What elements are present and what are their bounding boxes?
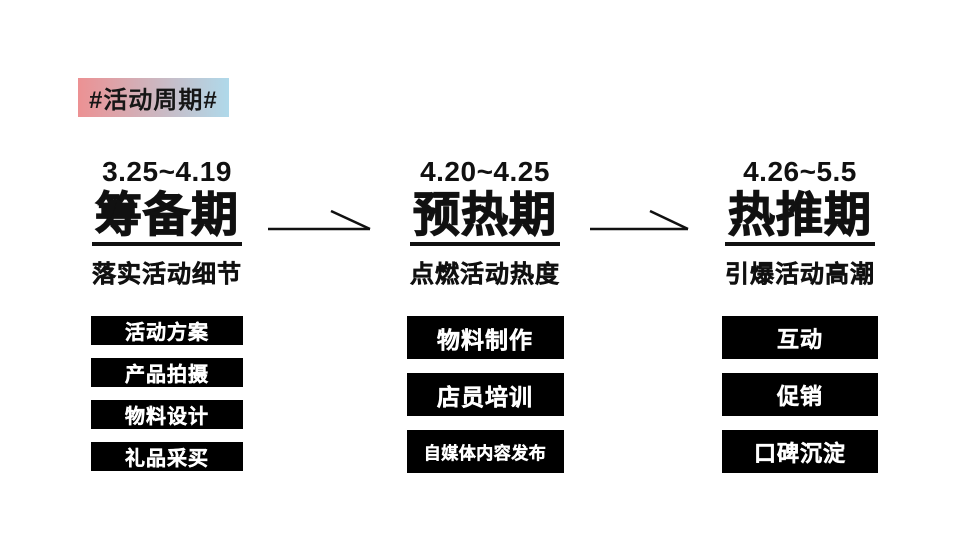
phase-item: 店员培训 — [406, 373, 564, 416]
phase-title: 预热期 — [410, 188, 560, 246]
phase-date: 3.25~4.19 — [102, 156, 232, 187]
phase-item: 活动方案 — [91, 316, 243, 345]
cycle-badge: #活动周期# — [78, 78, 229, 117]
phase-item: 自媒体内容发布 — [406, 430, 564, 473]
phase-item-list: 互动 促销 口碑沉淀 — [670, 316, 930, 487]
phase-item: 物料制作 — [406, 316, 564, 359]
phase-subtitle: 点燃活动热度 — [410, 261, 560, 289]
phase-item-list: 物料制作 店员培训 自媒体内容发布 — [355, 316, 615, 487]
phase-item: 礼品采买 — [91, 442, 243, 471]
phase-title: 热推期 — [725, 188, 875, 246]
phase-title: 筹备期 — [92, 188, 242, 246]
flow-arrow-icon — [266, 205, 372, 233]
phase-column-promotion: 4.26~5.5 热推期 引爆活动高潮 互动 促销 口碑沉淀 — [670, 155, 930, 487]
phase-column-warmup: 4.20~4.25 预热期 点燃活动热度 物料制作 店员培训 自媒体内容发布 — [355, 155, 615, 487]
phase-item-list: 活动方案 产品拍摄 物料设计 礼品采买 — [37, 316, 297, 484]
phase-column-preparation: 3.25~4.19 筹备期 落实活动细节 活动方案 产品拍摄 物料设计 礼品采买 — [37, 155, 297, 484]
phase-date: 4.26~5.5 — [743, 156, 857, 187]
flow-arrow-icon — [588, 205, 690, 233]
phase-subtitle: 落实活动细节 — [92, 261, 242, 289]
phase-item: 口碑沉淀 — [722, 430, 878, 473]
phase-subtitle: 引爆活动高潮 — [725, 261, 875, 289]
phase-item: 物料设计 — [91, 400, 243, 429]
phase-date: 4.20~4.25 — [420, 156, 550, 187]
phase-item: 产品拍摄 — [91, 358, 243, 387]
cycle-badge-label: #活动周期# — [89, 87, 218, 114]
phase-item: 互动 — [722, 316, 878, 359]
phase-item: 促销 — [722, 373, 878, 416]
